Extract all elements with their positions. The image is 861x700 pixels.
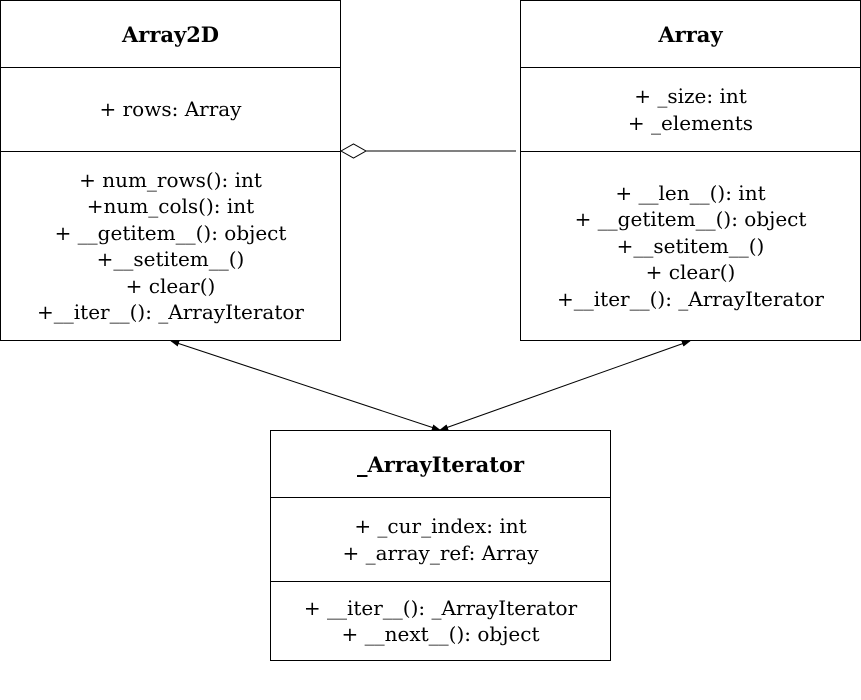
attribute-line: + _size: int <box>634 84 747 108</box>
attribute-line: + rows: Array <box>99 97 242 122</box>
method-line: + clear() <box>645 260 736 285</box>
attribute-line: + _array_ref: Array <box>342 540 539 565</box>
aggregation-diamond-icon <box>339 143 368 159</box>
method-line: +__setitem__() <box>616 233 765 258</box>
method-line: +num_cols(): int <box>86 194 255 218</box>
methods-section: + num_rows(): int+num_cols(): int+ __get… <box>1 152 340 340</box>
method-line: + clear() <box>125 273 216 298</box>
class-name: Array <box>521 1 860 68</box>
attributes-section: + _size: int+ _elements <box>521 68 860 152</box>
attributes-section: + rows: Array <box>1 68 340 152</box>
class-name: _ArrayIterator <box>271 431 610 498</box>
method-line: + __next__(): object <box>341 622 540 646</box>
attributes-section: + _cur_index: int+ _array_ref: Array <box>271 498 610 582</box>
association-array-iterator <box>439 340 691 431</box>
method-line: +__iter__(): _ArrayIterator <box>37 300 304 324</box>
method-line: + __len__(): int <box>615 180 766 205</box>
class-array2d[interactable]: Array2D + rows: Array + num_rows(): int+… <box>0 0 341 341</box>
method-line: +__iter__(): _ArrayIterator <box>557 286 824 311</box>
method-line: +__setitem__() <box>96 247 245 271</box>
method-line: + __getitem__(): object <box>574 207 807 232</box>
class-array-iterator[interactable]: _ArrayIterator + _cur_index: int+ _array… <box>270 430 611 661</box>
attribute-line: + _cur_index: int <box>354 514 527 538</box>
method-line: + num_rows(): int <box>79 167 262 192</box>
association-array2d-iterator <box>170 340 441 431</box>
class-name: Array2D <box>1 1 340 68</box>
class-array[interactable]: Array + _size: int+ _elements + __len__(… <box>520 0 861 341</box>
method-line: + __iter__(): _ArrayIterator <box>303 595 578 620</box>
methods-section: + __iter__(): _ArrayIterator+ __next__()… <box>271 582 610 660</box>
methods-section: + __len__(): int+ __getitem__(): object+… <box>521 152 860 340</box>
method-line: + __getitem__(): object <box>54 220 287 245</box>
attribute-line: + _elements <box>627 110 754 135</box>
